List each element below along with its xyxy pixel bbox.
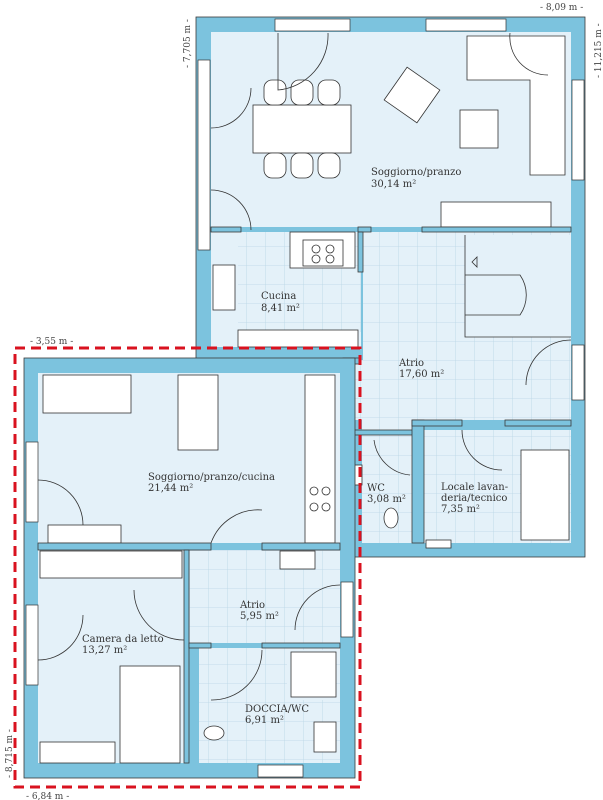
window bbox=[25, 441, 39, 523]
inner-wall bbox=[37, 542, 212, 551]
area-atrio-lower: 5,95 m² bbox=[240, 611, 279, 622]
sink-counter bbox=[212, 264, 236, 311]
label-atrio-lower: Atrio bbox=[239, 600, 265, 611]
window bbox=[197, 59, 211, 251]
stair-arrow-icon bbox=[471, 256, 478, 268]
dining-table bbox=[177, 374, 219, 451]
cooktop-icon bbox=[302, 239, 344, 267]
label-atrio-main: Atrio bbox=[398, 358, 424, 369]
inner-wall bbox=[210, 226, 242, 233]
stair-outline bbox=[464, 235, 571, 338]
laundry-counter bbox=[425, 539, 452, 549]
label-doccia-wc: DOCCIA/WC bbox=[245, 704, 309, 715]
window bbox=[571, 344, 585, 401]
label-camera: Camera da letto bbox=[82, 634, 164, 645]
label-soggiorno-pranzo-cucina: Soggiorno/pranzo/cucina bbox=[148, 472, 275, 483]
window bbox=[340, 581, 354, 638]
label-locale-line2: deria/tecnico bbox=[441, 493, 507, 504]
room-labels: Soggiorno/pranzo 30,14 m² Cucina 8,41 m²… bbox=[82, 167, 508, 726]
label-wc: WC bbox=[367, 483, 385, 494]
area-locale: 7,35 m² bbox=[441, 504, 480, 515]
label-cucina: Cucina bbox=[261, 291, 296, 302]
staircase bbox=[465, 235, 571, 337]
label-locale-line1: Locale lavan- bbox=[441, 482, 508, 493]
window bbox=[25, 604, 39, 686]
inner-wall bbox=[421, 226, 572, 233]
inner-wall bbox=[183, 549, 190, 764]
coffee-table bbox=[459, 109, 499, 149]
dim-lower-left-height: - 8,715 m - bbox=[5, 729, 15, 778]
toilet-icon bbox=[203, 725, 225, 741]
inner-wall bbox=[261, 642, 341, 649]
window bbox=[425, 18, 507, 32]
inner-wall bbox=[411, 419, 463, 427]
cooktop-icon bbox=[309, 486, 331, 512]
area-wc: 3,08 m² bbox=[367, 494, 406, 505]
lower-building bbox=[23, 357, 356, 779]
area-cucina: 8,41 m² bbox=[261, 303, 300, 314]
dresser bbox=[39, 741, 116, 764]
dim-lower-top-width: - 3,55 m - bbox=[30, 337, 73, 347]
area-doccia-wc: 6,91 m² bbox=[245, 715, 284, 726]
armchair bbox=[383, 66, 441, 124]
area-soggiorno-pranzo: 30,14 m² bbox=[371, 179, 416, 190]
sofa bbox=[466, 35, 566, 176]
sofa bbox=[42, 374, 132, 414]
window bbox=[571, 79, 585, 181]
area-atrio-main: 17,60 m² bbox=[399, 369, 444, 380]
dim-right-height: - 11,215 m - bbox=[594, 23, 603, 78]
shower-tray bbox=[290, 651, 337, 698]
dining-chairs bbox=[263, 79, 341, 179]
area-soggiorno-pranzo-cucina: 21,44 m² bbox=[148, 483, 193, 494]
kitchen-counter bbox=[304, 374, 336, 544]
inner-wall bbox=[261, 542, 341, 551]
hall-cabinet bbox=[279, 550, 316, 570]
bed bbox=[119, 665, 181, 764]
toilet-icon bbox=[383, 507, 399, 529]
window bbox=[257, 764, 304, 778]
inner-wall bbox=[188, 642, 212, 649]
sideboard bbox=[47, 524, 122, 544]
dim-upper-left-height: - 7,705 m - bbox=[183, 19, 193, 68]
dining-table bbox=[252, 104, 352, 154]
dim-top-width: - 8,09 m - bbox=[540, 3, 583, 13]
sideboard bbox=[440, 201, 552, 228]
kitchen-cabinets bbox=[237, 329, 359, 348]
inner-wall bbox=[504, 419, 572, 427]
inner-wall bbox=[357, 231, 364, 273]
room-atrio-lower bbox=[189, 550, 340, 643]
highlight-boundary bbox=[13, 346, 362, 789]
inner-wall bbox=[411, 419, 425, 544]
inner-wall bbox=[357, 226, 372, 233]
dimension-labels: - 8,09 m - - 11,215 m - - 7,705 m - - 3,… bbox=[5, 3, 603, 800]
door-swings bbox=[210, 32, 572, 476]
wardrobe bbox=[39, 550, 183, 579]
area-camera: 13,27 m² bbox=[82, 645, 127, 656]
dim-lower-bottom-width: - 6,84 m - bbox=[26, 792, 69, 800]
label-soggiorno-pranzo: Soggiorno/pranzo bbox=[371, 167, 461, 178]
main-building bbox=[195, 16, 586, 558]
sink bbox=[313, 721, 337, 753]
laundry-appliance bbox=[520, 449, 570, 541]
door-swings bbox=[37, 479, 341, 701]
window bbox=[274, 18, 351, 32]
